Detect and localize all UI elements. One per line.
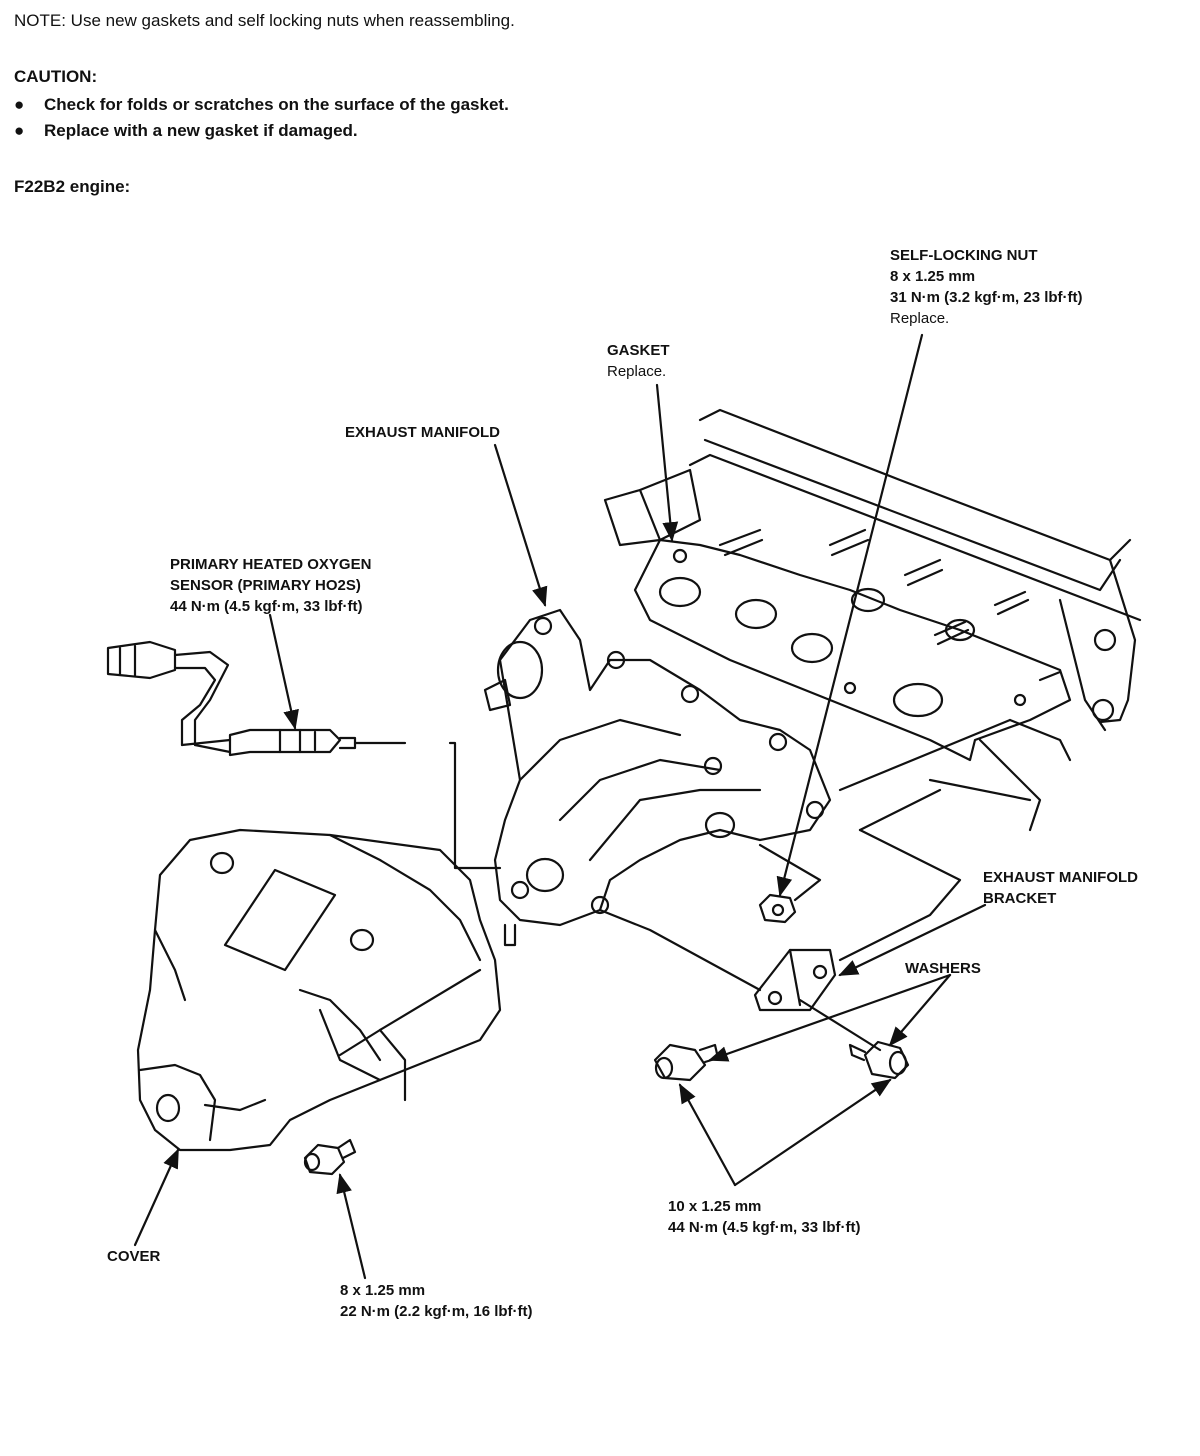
self-locking-nut-callout: SELF-LOCKING NUT 8 x 1.25 mm 31 N·m (3.2… <box>890 245 1083 329</box>
gasket-title: GASKET <box>607 342 670 359</box>
cylinder-head <box>603 408 1142 832</box>
heat-cover <box>136 828 502 1152</box>
bracket-callout: EXHAUST MANIFOLD BRACKET <box>983 867 1138 909</box>
oxygen-sensor-torque: 44 N·m (4.5 kgf·m, 33 lbf·ft) <box>170 598 363 615</box>
bracket-line2: BRACKET <box>983 890 1057 907</box>
oxygen-sensor-line2: SENSOR (PRIMARY HO2S) <box>170 577 361 594</box>
self-locking-nut-note: Replace. <box>890 310 950 327</box>
exhaust-manifold-callout: EXHAUST MANIFOLD <box>345 422 500 443</box>
bracket-bolts-size: 10 x 1.25 mm <box>668 1198 762 1215</box>
bracket-bolt-left <box>653 1043 720 1082</box>
washers-callout: WASHERS <box>905 958 981 979</box>
cover-callout: COVER <box>107 1246 160 1267</box>
oxygen-sensor-callout: PRIMARY HEATED OXYGEN SENSOR (PRIMARY HO… <box>170 554 371 617</box>
caution-item: ●Check for folds or scratches on the sur… <box>14 92 509 118</box>
bracket-bolt-right <box>848 1040 910 1080</box>
cover-title: COVER <box>107 1248 161 1265</box>
cover-bolt-size: 8 x 1.25 mm <box>340 1282 426 1299</box>
caution-item: ●Replace with a new gasket if damaged. <box>14 118 509 144</box>
gasket <box>633 538 1072 762</box>
self-locking-nut <box>758 893 797 924</box>
exhaust-manifold-title: EXHAUST MANIFOLD <box>345 424 500 441</box>
self-locking-nut-size: 8 x 1.25 mm <box>890 268 976 285</box>
engine-label: F22B2 engine: <box>14 177 131 196</box>
bracket-line1: EXHAUST MANIFOLD <box>983 869 1138 886</box>
gasket-callout: GASKET Replace. <box>607 340 670 382</box>
self-locking-nut-title: SELF-LOCKING NUT <box>890 247 1038 264</box>
leader-lines <box>338 718 1032 1102</box>
cover-bolt <box>303 1138 357 1176</box>
caution-title: CAUTION: <box>14 67 98 86</box>
bracket-bolts-callout: 10 x 1.25 mm 44 N·m (4.5 kgf·m, 33 lbf·f… <box>668 1196 861 1238</box>
caution-list: ●Check for folds or scratches on the sur… <box>14 92 509 144</box>
note-text: NOTE: Use new gaskets and self locking n… <box>14 11 515 30</box>
gasket-note: Replace. <box>607 363 667 380</box>
exhaust-manifold <box>483 608 832 947</box>
bracket-bolts-torque: 44 N·m (4.5 kgf·m, 33 lbf·ft) <box>668 1219 861 1236</box>
washers-title: WASHERS <box>905 960 981 977</box>
exhaust-manifold-bracket <box>753 948 837 1012</box>
self-locking-nut-torque: 31 N·m (3.2 kgf·m, 23 lbf·ft) <box>890 289 1083 306</box>
bullet-icon: ● <box>14 95 25 114</box>
callout-arrows <box>133 333 987 1280</box>
oxygen-sensor-line1: PRIMARY HEATED OXYGEN <box>170 556 372 573</box>
bullet-icon: ● <box>14 121 25 140</box>
cover-bolt-torque: 22 N·m (2.2 kgf·m, 16 lbf·ft) <box>340 1303 533 1320</box>
oxygen-sensor <box>106 640 357 757</box>
cover-bolt-callout: 8 x 1.25 mm 22 N·m (2.2 kgf·m, 16 lbf·ft… <box>340 1280 533 1322</box>
